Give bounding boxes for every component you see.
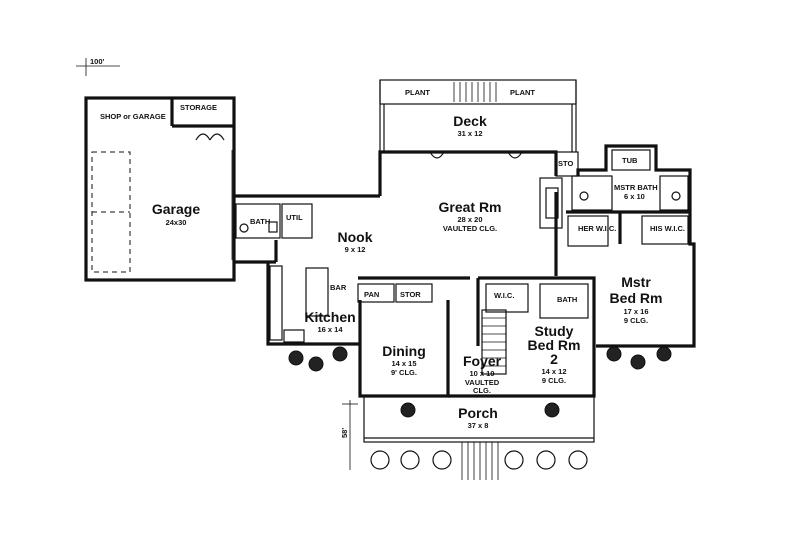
porch-label: Porch: [458, 405, 498, 421]
study-note: 9 CLG.: [542, 376, 566, 385]
storage-label: STORAGE: [180, 103, 217, 112]
foyer-note-2: CLG.: [473, 386, 491, 395]
deck: PLANT PLANT Deck 31 x 12: [379, 79, 577, 152]
porch-dim: 37 x 8: [468, 421, 489, 430]
side-scale-label: 58': [340, 428, 349, 438]
bath1-label: BATH: [250, 217, 270, 226]
plant-right-label: PLANT: [510, 88, 535, 97]
foyer-stairs: [481, 309, 507, 375]
study-label-2: Bed Rm: [528, 337, 581, 353]
porch: Porch 37 x 8: [363, 395, 595, 480]
wic-label: W.I.C.: [494, 291, 514, 300]
great-room-dim: 28 x 20: [457, 215, 482, 224]
garage-dim: 24x30: [166, 218, 187, 227]
utility-wing: BATH UTIL Nook 9 x 12: [234, 194, 380, 264]
side-dimension-marker: 58': [340, 400, 358, 470]
garage: SHOP or GARAGE STORAGE Garage 24x30: [84, 96, 236, 282]
deck-label: Deck: [453, 113, 487, 129]
top-scale-label: 100': [90, 57, 105, 66]
sto-label: STO: [558, 159, 573, 168]
nook-label: Nook: [338, 229, 373, 245]
util-label: UTIL: [286, 213, 303, 222]
dining-note: 9' CLG.: [391, 368, 417, 377]
mstr-bed-dim: 17 x 16: [623, 307, 648, 316]
foyer-note: VAULTED: [465, 378, 500, 387]
kitchen-label: Kitchen: [304, 309, 355, 325]
foyer-label: Foyer: [463, 353, 502, 369]
plant-left-label: PLANT: [405, 88, 430, 97]
kitchen-area: BAR PAN STOR Kitchen 16 x 14: [266, 262, 470, 346]
study-label-3: 2: [550, 351, 558, 367]
landscaping: [288, 346, 672, 470]
mstr-bed-label-1: Mstr: [621, 274, 651, 290]
tub-label: TUB: [622, 156, 638, 165]
shop-label: SHOP or GARAGE: [100, 112, 166, 121]
top-dimension-marker: 100': [76, 57, 120, 76]
her-wic-label: HER W.I.C.: [578, 224, 616, 233]
kitchen-dim: 16 x 14: [317, 325, 343, 334]
foyer-dim: 10 x 19: [469, 369, 494, 378]
dining-room: Dining 14 x 15 9' CLG.: [358, 300, 450, 398]
bath2-label: BATH: [557, 295, 577, 304]
great-room: STO Great Rm 28 x 20 VAULTED CLG.: [378, 150, 579, 276]
deck-dim: 31 x 12: [457, 129, 482, 138]
mstr-bath-label: MSTR BATH: [614, 183, 658, 192]
deck-stairs: [453, 82, 497, 102]
mstr-bath-dim: 6 x 10: [624, 192, 645, 201]
his-wic-label: HIS W.I.C.: [650, 224, 685, 233]
porch-steps: [461, 442, 499, 480]
stor-label: STOR: [400, 290, 421, 299]
mstr-bed-note: 9 CLG.: [624, 316, 648, 325]
mstr-bed-label-2: Bed Rm: [610, 290, 663, 306]
dining-dim: 14 x 15: [391, 359, 416, 368]
garage-label: Garage: [152, 201, 200, 217]
great-room-label: Great Rm: [438, 199, 501, 215]
great-room-note: VAULTED CLG.: [443, 224, 497, 233]
bar-label: BAR: [330, 283, 347, 292]
nook-dim: 9 x 12: [345, 245, 366, 254]
study-label-1: Study: [535, 323, 574, 339]
foyer-study: W.I.C. BATH Foyer 10 x 19 VAULTED CLG. S…: [448, 276, 596, 398]
master-suite: TUB MSTR BATH 6 x 10 HER W.I.C. HIS W.I.…: [566, 144, 696, 348]
study-dim: 14 x 12: [541, 367, 566, 376]
pan-label: PAN: [364, 290, 379, 299]
dining-label: Dining: [382, 343, 426, 359]
